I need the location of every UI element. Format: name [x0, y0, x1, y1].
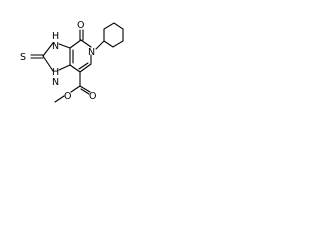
atom-label-n3: N [52, 41, 59, 52]
bond-c2-n1 [42, 55, 54, 72]
atom-label-keto-oxygen: O [77, 20, 84, 31]
atom-labels: S H N H N O N O O [20, 20, 96, 102]
chemical-structure-diagram: S H N H N O N O O [20, 20, 124, 103]
cyclohexane-ring [103, 22, 124, 48]
keto-group [79, 29, 84, 41]
pyridinone-ring [69, 39, 92, 73]
atom-label-h3: H [52, 31, 59, 42]
bond-c2-n3 [42, 42, 54, 57]
bond-n1-c7a [58, 64, 71, 71]
bond-c4-n5 [80, 39, 92, 48]
bond-ccarbonyl-oether [70, 85, 81, 93]
atom-label-h1: H [52, 67, 59, 78]
bond-ccarbonyl-o-double-b [80, 88, 90, 95]
atom-label-n5: N [88, 47, 95, 58]
bond-c6-c7-double [78, 62, 89, 70]
structure-canvas: S H N H N O N O O [0, 0, 142, 122]
imidazole-ring [42, 42, 74, 72]
bond-n5-cy1 [95, 40, 105, 50]
atom-label-sulfur: S [20, 52, 26, 63]
atom-label-ether-oxygen: O [64, 91, 71, 102]
bond-c7-c7a [69, 64, 81, 73]
methyl-ester-group [54, 71, 91, 103]
bond-c3a-c4 [69, 39, 82, 49]
bond-ccarbonyl-o-double-a [79, 85, 91, 93]
bond-c6-c7 [79, 63, 92, 73]
cyclohexyl-group [95, 22, 124, 50]
atom-label-carbonyl-oxygen: O [89, 91, 96, 102]
bond-oether-methyl [54, 95, 65, 103]
thioxo-group [30, 54, 44, 59]
atom-label-n1: N [52, 77, 59, 88]
bond-n3-c3a [58, 43, 71, 49]
